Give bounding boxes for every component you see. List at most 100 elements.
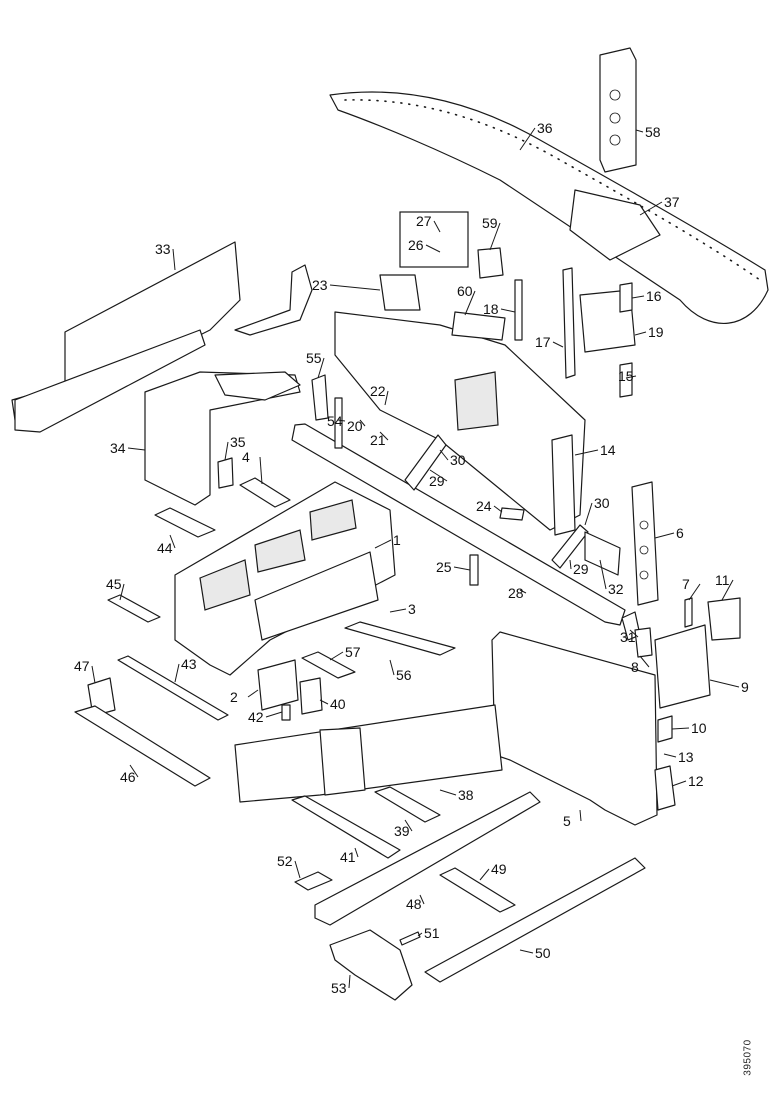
callout-label: 29	[573, 561, 589, 577]
callout-leader	[688, 583, 701, 601]
part-post-6	[631, 481, 659, 606]
callout-leader	[663, 753, 677, 758]
callout-label: 59	[482, 215, 498, 231]
callout-label: 5	[563, 813, 571, 829]
part-rail-47	[74, 705, 211, 787]
callout-leader	[247, 689, 259, 698]
part-grille-9	[654, 624, 711, 709]
callout-label: 40	[330, 696, 346, 712]
callout-label: 21	[370, 432, 386, 448]
callout-label: 41	[340, 849, 356, 865]
part-plate-46	[107, 594, 161, 623]
callout-label: 4	[242, 449, 250, 465]
callout-leader	[337, 419, 346, 422]
callout-label: 33	[155, 241, 171, 257]
callout-label: 34	[110, 440, 126, 456]
callout-leader	[259, 456, 263, 485]
part-plate-50	[439, 867, 516, 913]
callout-leader	[519, 127, 536, 151]
part-pin-52	[399, 931, 421, 946]
callout-leader	[127, 447, 146, 451]
part-pin-42	[281, 704, 291, 721]
callout-leader	[425, 244, 441, 253]
callout-leader	[429, 469, 448, 482]
callout-label: 25	[436, 559, 452, 575]
part-rear-post-hole	[609, 134, 621, 146]
part-plate-60	[477, 247, 504, 279]
part-frame-window	[199, 559, 251, 611]
part-bracket-11	[707, 597, 741, 641]
callout-leader	[639, 201, 663, 216]
callout-leader	[634, 331, 647, 336]
part-strip-55	[334, 397, 343, 449]
callout-leader	[172, 248, 176, 271]
callout-label: 13	[678, 749, 694, 765]
part-bracket-56	[311, 374, 329, 421]
part-bracket-29	[404, 434, 447, 491]
callout-label: 30	[594, 495, 610, 511]
callout-label: 56	[396, 667, 412, 683]
callout-label: 55	[306, 350, 322, 366]
callout-label: 3	[408, 601, 416, 617]
callout-leader	[374, 539, 392, 549]
part-rail-41	[291, 795, 401, 859]
part-plate-43	[117, 655, 229, 721]
callout-label: 45	[106, 576, 122, 592]
callout-label: 43	[181, 656, 197, 672]
part-tunnel-face	[319, 727, 366, 796]
callout-label: 28	[508, 585, 524, 601]
part-rear-wall-panel	[454, 371, 499, 431]
callout-label: 23	[312, 277, 328, 293]
callout-label: 52	[277, 853, 293, 869]
callout-label: 39	[394, 823, 410, 839]
callout-label: 38	[458, 787, 474, 803]
callout-leader	[493, 505, 503, 513]
callout-label: 48	[406, 896, 422, 912]
part-plate-58	[301, 651, 356, 679]
callout-leader	[317, 357, 325, 379]
callout-leader	[579, 809, 582, 822]
part-rear-post	[599, 47, 637, 173]
callout-leader	[169, 534, 176, 549]
callout-leader	[519, 949, 534, 954]
callout-leader	[419, 894, 425, 905]
callout-leader	[464, 290, 476, 316]
callout-labels: 1234567891011121314151617181920212223242…	[74, 120, 749, 996]
callout-leader	[584, 502, 593, 526]
callout-label: 50	[535, 945, 551, 961]
part-drawings	[11, 47, 769, 1001]
callout-leader	[489, 222, 501, 251]
part-strip-4	[239, 477, 291, 508]
callout-label: 9	[741, 679, 749, 695]
callout-leader	[654, 532, 675, 539]
part-roof-bracket	[569, 189, 661, 261]
part-clip-23	[379, 274, 421, 311]
part-side-panel-flange	[14, 329, 206, 433]
callout-leader	[174, 663, 180, 683]
document-id-text: 395070	[742, 1039, 754, 1076]
callout-leader	[294, 860, 301, 879]
part-bracket-29-b	[551, 524, 589, 569]
callout-label: 46	[120, 769, 136, 785]
callout-leader	[354, 847, 359, 858]
callout-label: 19	[648, 324, 664, 340]
part-plate-61	[451, 311, 506, 341]
callout-leader	[709, 679, 740, 688]
callout-leader	[319, 699, 329, 705]
part-bracket-2	[257, 659, 299, 711]
callout-leader	[500, 308, 516, 313]
part-strip-16	[619, 282, 633, 313]
part-pad-24	[499, 507, 525, 521]
part-bracket-32	[584, 531, 621, 576]
part-post-6-hole	[639, 570, 649, 580]
callout-label: 53	[331, 980, 347, 996]
callout-label: 31	[620, 629, 636, 645]
callout-leader	[265, 711, 283, 718]
callout-label: 16	[646, 288, 662, 304]
part-post-6-hole	[639, 520, 649, 530]
part-block-35	[217, 457, 234, 489]
callout-label: 60	[457, 283, 473, 299]
callout-label: 32	[608, 581, 624, 597]
part-frame-opening	[254, 551, 379, 641]
